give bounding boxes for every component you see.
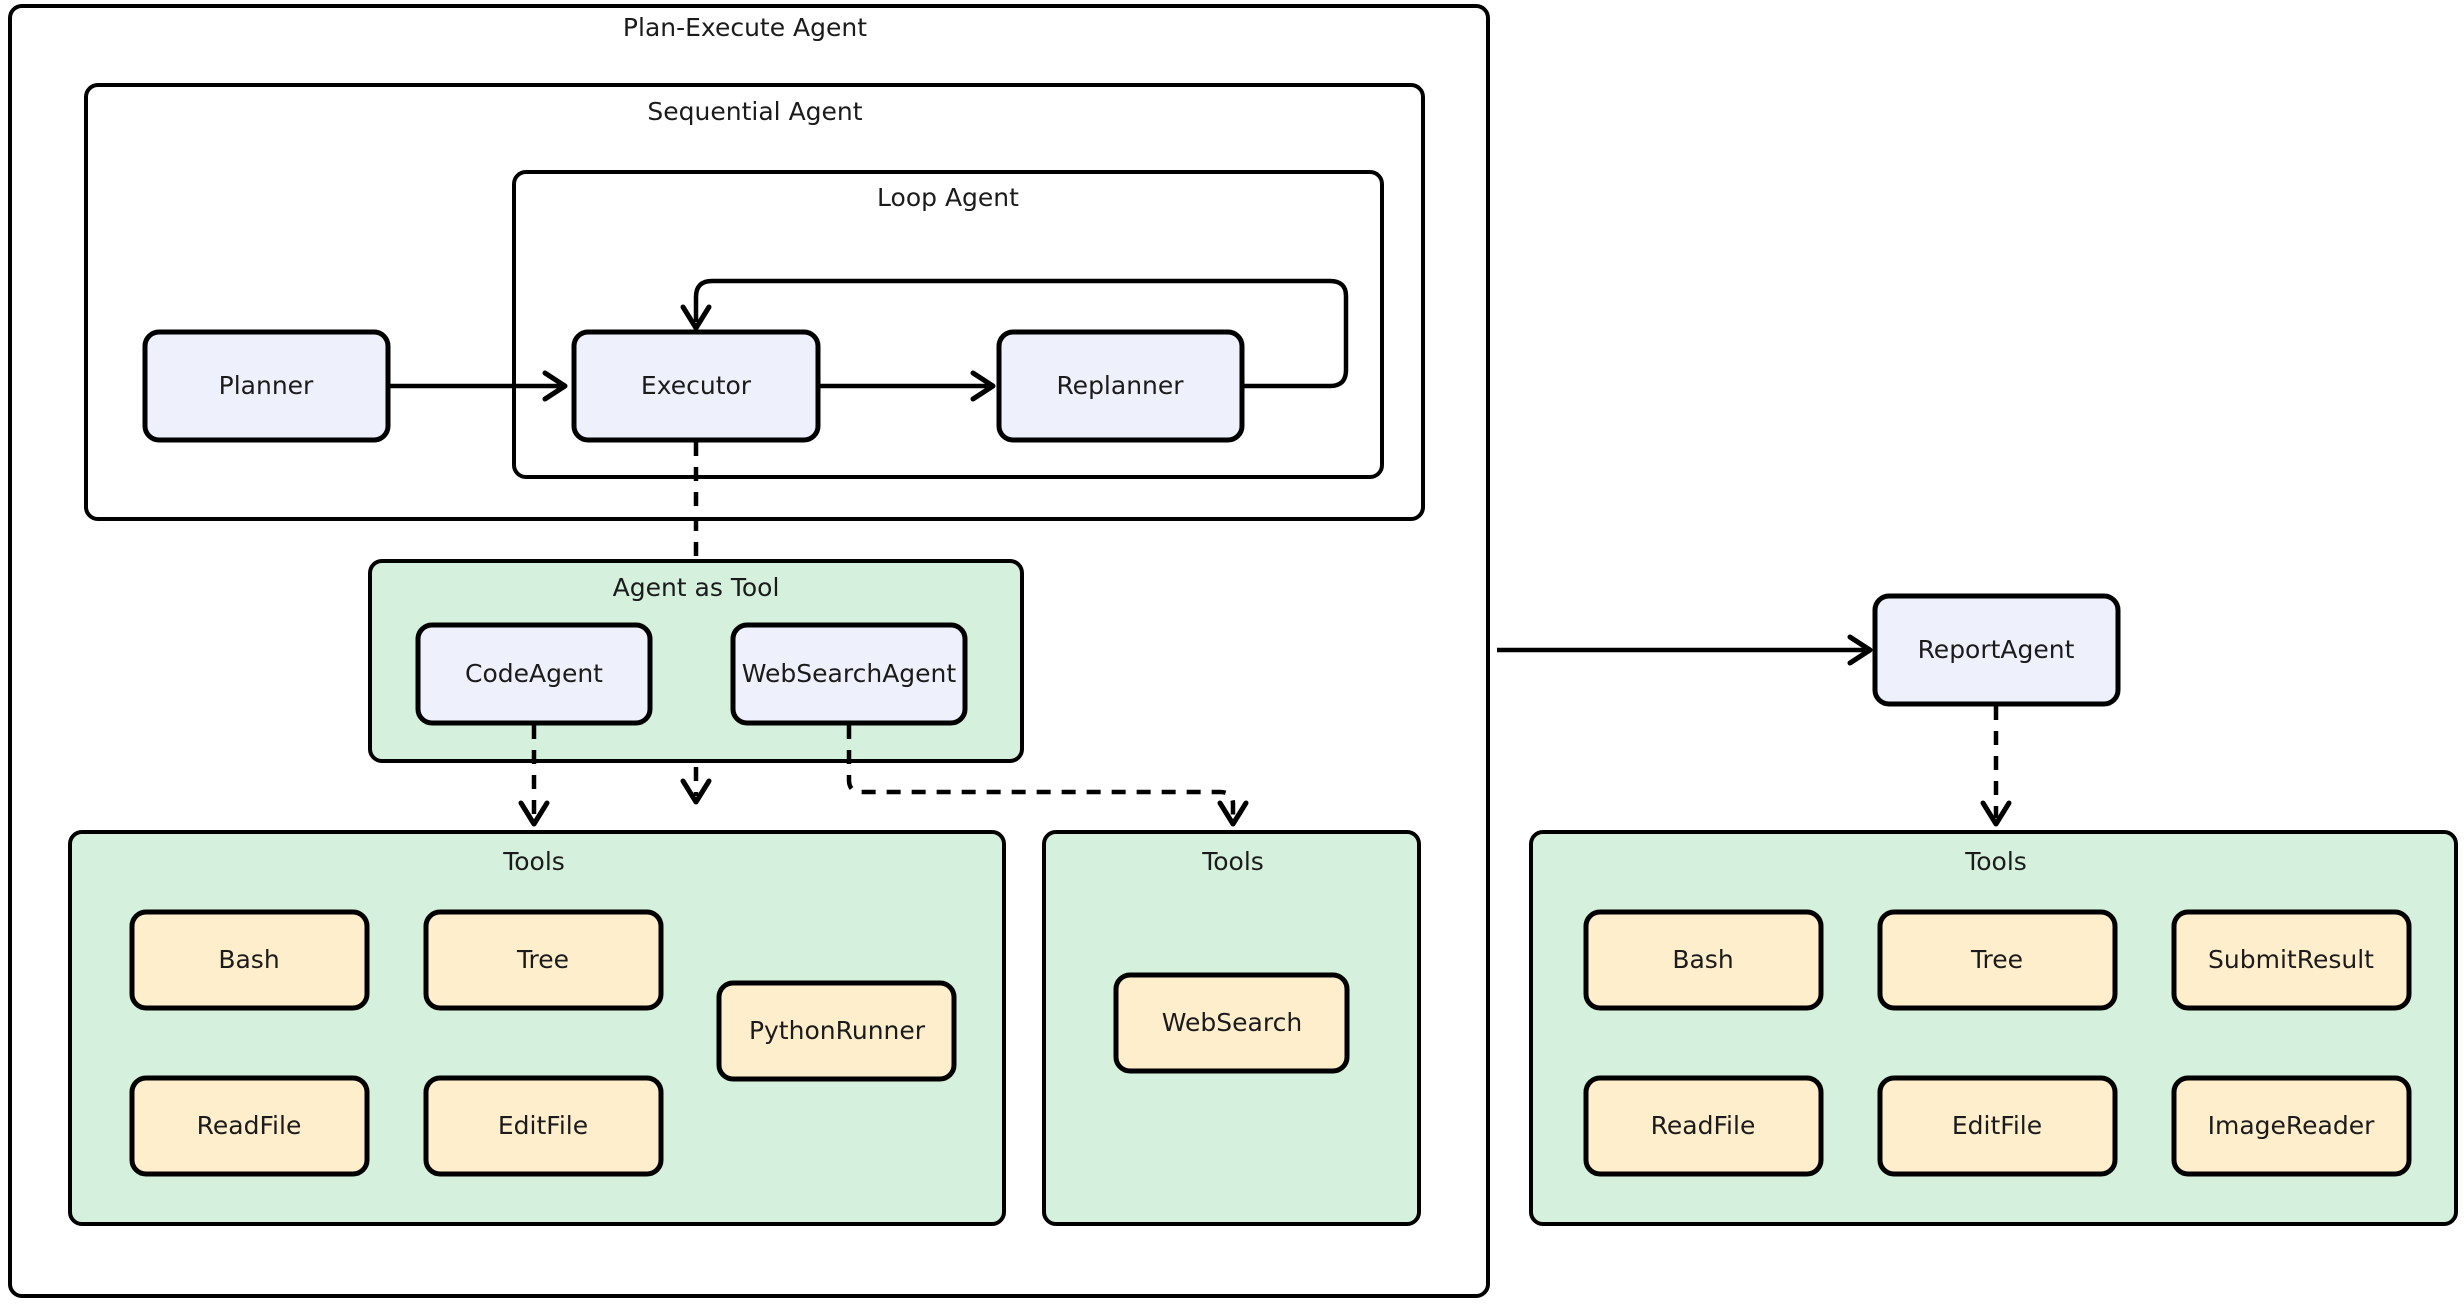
tool-node-bash-code-box[interactable] <box>129 909 370 1011</box>
node-planner-label: Planner <box>219 371 314 400</box>
tool-node-readfile-report[interactable]: ReadFile <box>1583 1075 1824 1177</box>
tool-node-tree-code-box[interactable] <box>423 909 664 1011</box>
group-agent-as-tool-title: Agent as Tool <box>613 573 780 602</box>
node-executor[interactable]: Executor <box>571 329 821 443</box>
tool-node-bash-code[interactable]: Bash <box>129 909 370 1011</box>
edge-web-search-agent-to-tools <box>846 725 1249 827</box>
edge-plan-execute-to-report-agent <box>1497 634 1873 666</box>
node-executor-box[interactable] <box>571 329 821 443</box>
tool-node-editfile-code[interactable]: EditFile <box>423 1075 664 1177</box>
node-executor-label: Executor <box>641 371 752 400</box>
node-report-agent-label: ReportAgent <box>1918 635 2075 664</box>
group-plan-execute-agent-title: Plan-Execute Agent <box>623 13 867 42</box>
tool-node-bash-code-label: Bash <box>218 945 279 974</box>
tool-node-imagereader-label: ImageReader <box>2208 1111 2375 1140</box>
node-replanner[interactable]: Replanner <box>996 329 1245 443</box>
tool-node-tree-code[interactable]: Tree <box>423 909 664 1011</box>
node-planner[interactable]: Planner <box>142 329 391 443</box>
node-code-agent-label: CodeAgent <box>465 659 603 688</box>
tool-node-bash-report[interactable]: Bash <box>1583 909 1824 1011</box>
node-replanner-box[interactable] <box>996 329 1245 443</box>
edge-code-agent-to-tools <box>518 725 550 827</box>
tool-node-imagereader[interactable]: ImageReader <box>2171 1075 2412 1177</box>
edge-replanner-loopback-to-executor <box>680 278 1349 389</box>
tool-node-websearch-label: WebSearch <box>1162 1008 1302 1037</box>
tool-node-readfile-code-label: ReadFile <box>197 1111 302 1140</box>
tool-node-tree-code-label: Tree <box>516 945 569 974</box>
edge-executor-to-replanner <box>818 370 996 402</box>
group-tools-code-title: Tools <box>502 847 565 876</box>
tool-node-tree-report-label: Tree <box>1970 945 2023 974</box>
group-tools-websearch-title: Tools <box>1201 847 1264 876</box>
tool-node-editfile-report-box[interactable] <box>1877 1075 2118 1177</box>
tool-node-pythonrunner-box[interactable] <box>716 980 957 1082</box>
tool-node-pythonrunner-label: PythonRunner <box>749 1016 926 1045</box>
node-web-search-agent[interactable]: WebSearchAgent <box>730 622 968 726</box>
node-planner-box[interactable] <box>142 329 391 443</box>
edge-report-agent-to-tools <box>1980 706 2012 827</box>
tool-node-pythonrunner[interactable]: PythonRunner <box>716 980 957 1082</box>
tool-node-editfile-code-label: EditFile <box>498 1111 588 1140</box>
edge-planner-to-executor <box>388 370 568 402</box>
node-report-agent[interactable]: ReportAgent <box>1872 593 2121 707</box>
node-report-agent-box[interactable] <box>1872 593 2121 707</box>
tool-node-bash-report-label: Bash <box>1672 945 1733 974</box>
tool-node-readfile-code[interactable]: ReadFile <box>129 1075 370 1177</box>
node-code-agent-box[interactable] <box>415 622 653 726</box>
tool-node-websearch-box[interactable] <box>1113 972 1350 1074</box>
tool-node-editfile-code-box[interactable] <box>423 1075 664 1177</box>
tool-node-editfile-report-label: EditFile <box>1952 1111 2042 1140</box>
tool-node-submitresult-label: SubmitResult <box>2208 945 2374 974</box>
tool-node-submitresult[interactable]: SubmitResult <box>2171 909 2412 1011</box>
tool-node-tree-report-box[interactable] <box>1877 909 2118 1011</box>
tool-node-readfile-report-label: ReadFile <box>1651 1111 1756 1140</box>
node-web-search-agent-box[interactable] <box>730 622 968 726</box>
tool-node-submitresult-box[interactable] <box>2171 909 2412 1011</box>
tool-node-imagereader-box[interactable] <box>2171 1075 2412 1177</box>
tool-node-editfile-report[interactable]: EditFile <box>1877 1075 2118 1177</box>
tool-node-readfile-code-box[interactable] <box>129 1075 370 1177</box>
group-loop-agent-title: Loop Agent <box>877 183 1019 212</box>
group-sequential-agent-title: Sequential Agent <box>647 97 862 126</box>
node-code-agent[interactable]: CodeAgent <box>415 622 653 726</box>
node-web-search-agent-label: WebSearchAgent <box>742 659 957 688</box>
tool-node-readfile-report-box[interactable] <box>1583 1075 1824 1177</box>
tool-node-websearch[interactable]: WebSearch <box>1113 972 1350 1074</box>
tool-node-bash-report-box[interactable] <box>1583 909 1824 1011</box>
node-replanner-label: Replanner <box>1056 371 1184 400</box>
tool-node-tree-report[interactable]: Tree <box>1877 909 2118 1011</box>
group-tools-report-title: Tools <box>1964 847 2027 876</box>
